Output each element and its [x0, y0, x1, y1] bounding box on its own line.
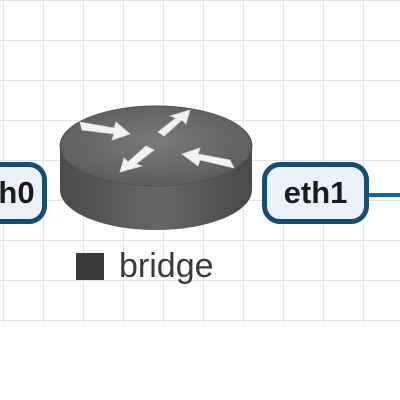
- interface-eth1[interactable]: eth1: [262, 162, 369, 224]
- interface-left[interactable]: h0: [0, 162, 47, 224]
- interface-left-label: h0: [0, 175, 35, 210]
- node-label: bridge: [76, 246, 214, 286]
- link-eth1[interactable]: [369, 193, 400, 197]
- node-status-square-icon: [76, 252, 104, 280]
- router-icon[interactable]: [58, 102, 254, 232]
- interface-eth1-label: eth1: [283, 175, 348, 210]
- node-name: bridge: [119, 247, 214, 285]
